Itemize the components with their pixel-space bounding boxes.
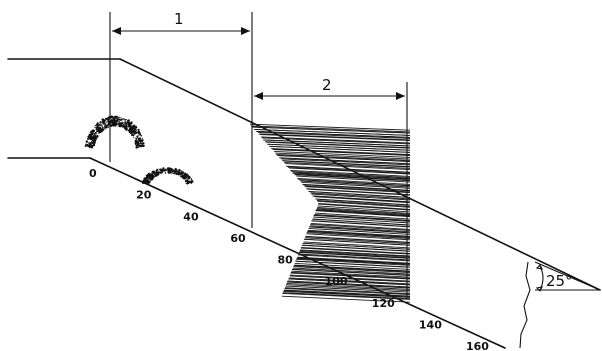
dot-clusters [84,115,194,185]
tick-label-80: 80 [278,254,294,267]
dimension-1-label: 1 [174,10,184,28]
dimension-2-label: 2 [322,76,332,94]
dimension-1: 1 [112,10,250,35]
cluster-large [84,115,145,149]
tick-label-40: 40 [183,210,199,223]
tick-label-100: 100 [325,275,348,288]
angle-label: 25° [546,272,573,290]
cluster-small [142,167,194,185]
hatched-region [249,123,411,303]
tick-label-120: 120 [372,297,395,310]
slope-surface-line [89,157,506,349]
slope-break-line [519,261,531,349]
angle-marker: 25° [534,261,601,292]
upper-slope-line [119,58,601,291]
distance-ticks: 0 20 40 60 80 100 120 140 160 [89,167,489,351]
tick-label-0: 0 [89,167,97,180]
tick-label-140: 140 [419,318,442,331]
tick-label-160: 160 [466,340,489,351]
tick-label-20: 20 [136,189,152,202]
tick-label-60: 60 [230,232,246,245]
dimension-2: 2 [254,76,405,100]
